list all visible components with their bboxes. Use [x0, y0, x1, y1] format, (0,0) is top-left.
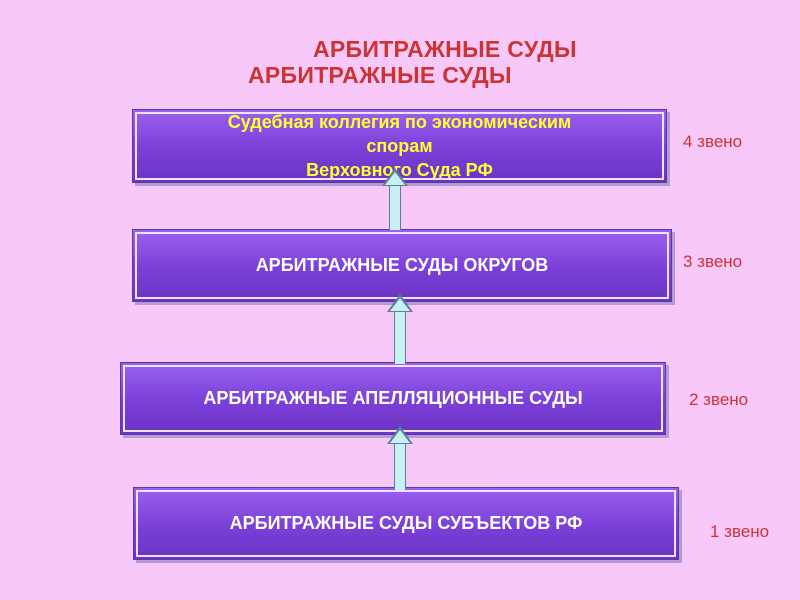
- level-2-label: 2 звено: [689, 390, 749, 409]
- level-3-text: АРБИТРАЖНЫЕ СУДЫ ОКРУГОВ: [255, 255, 549, 275]
- arrow-up-icon: [387, 426, 413, 444]
- title-line-1: АРБИТРАЖНЫЕ СУДЫ: [313, 36, 577, 62]
- arrow-up-icon: [382, 168, 408, 186]
- arrow-up-icon: [387, 294, 413, 312]
- arrow-shaft: [394, 312, 406, 364]
- arrow-up-to-level-3: [385, 294, 415, 364]
- level-3-box: АРБИТРАЖНЫЕ СУДЫ ОКРУГОВ: [132, 229, 672, 302]
- title-line-2: АРБИТРАЖНЫЕ СУДЫ: [248, 62, 512, 88]
- level-1-box: АРБИТРАЖНЫЕ СУДЫ СУБЪЕКТОВ РФ: [133, 487, 679, 560]
- level-1-label: 1 звено: [710, 522, 770, 541]
- level-3-label: 3 звено: [683, 252, 743, 271]
- arrow-shaft: [389, 186, 401, 230]
- level-4-label: 4 звено: [683, 132, 743, 151]
- level-4-text-line-1: Судебная коллегия по экономическим: [227, 112, 572, 132]
- level-1-text: АРБИТРАЖНЫЕ СУДЫ СУБЪЕКТОВ РФ: [229, 513, 583, 533]
- arrow-shaft: [394, 444, 406, 490]
- level-4-text-line-2: спорам: [366, 136, 433, 156]
- arrow-up-to-level-2: [385, 426, 415, 490]
- arrow-up-to-level-4: [380, 168, 410, 230]
- level-2-text: АРБИТРАЖНЫЕ АПЕЛЛЯЦИОННЫЕ СУДЫ: [203, 388, 583, 408]
- level-2-box: АРБИТРАЖНЫЕ АПЕЛЛЯЦИОННЫЕ СУДЫ: [120, 362, 666, 435]
